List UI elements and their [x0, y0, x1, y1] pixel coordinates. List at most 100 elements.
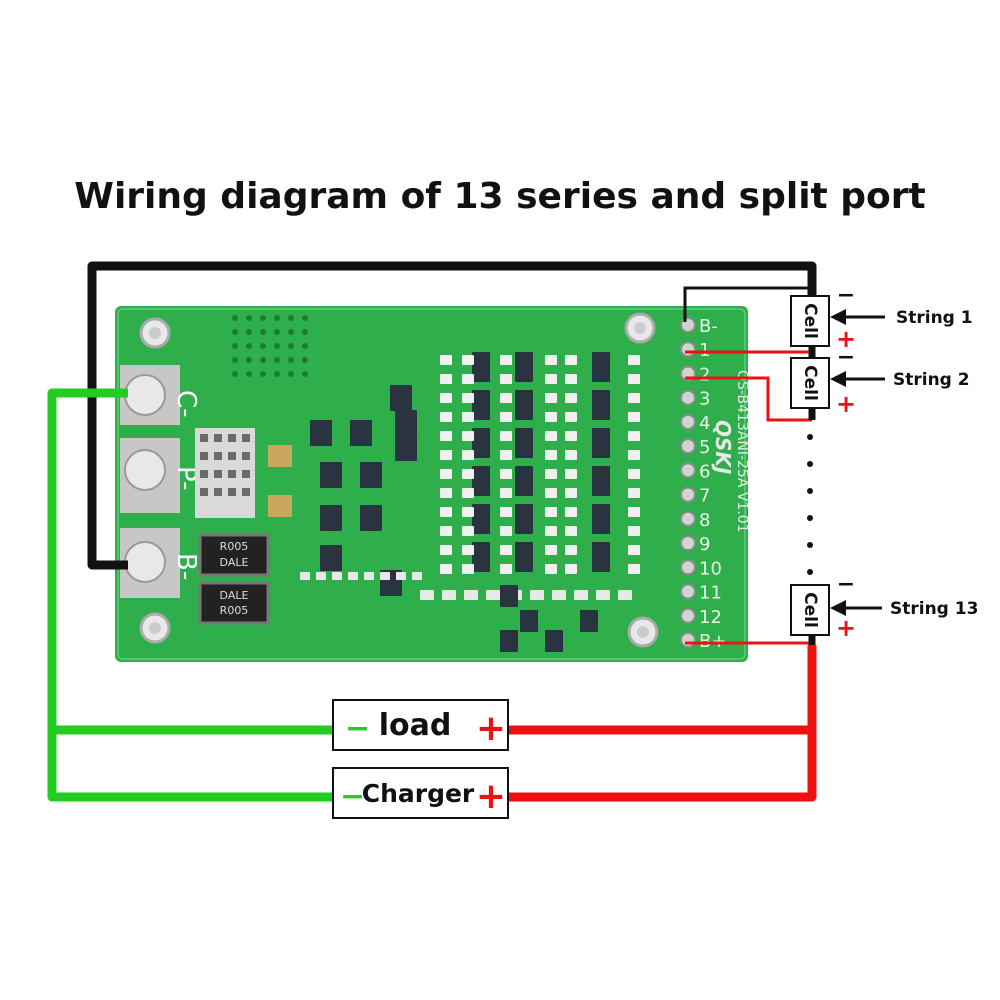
via: [232, 343, 238, 349]
smd-resistor: [565, 431, 577, 441]
smd-resistor: [565, 412, 577, 422]
smd-resistor: [545, 374, 557, 384]
via: [274, 357, 280, 363]
ic-chip: [592, 466, 610, 496]
ic-chip: [360, 505, 382, 531]
ic-chip: [320, 462, 342, 488]
cell-13-label: Cell: [800, 592, 820, 628]
cell-2-plus: +: [836, 390, 856, 418]
smd-resistor: [462, 469, 474, 479]
port-b-label: B-: [171, 553, 201, 580]
diagram-title: Wiring diagram of 13 series and split po…: [74, 176, 926, 217]
pin-hole: [680, 632, 696, 648]
smd-resistor: [332, 572, 342, 580]
smd-resistor: [565, 488, 577, 498]
b-minus-tap: [683, 286, 812, 322]
pin-hole: [680, 607, 696, 624]
via: [302, 343, 308, 349]
via: [288, 371, 294, 377]
smd-resistor: [565, 355, 577, 365]
smd-resistor: [545, 564, 557, 574]
pin-label: 9: [699, 534, 710, 555]
ic-chip: [500, 630, 518, 652]
via: [288, 329, 294, 335]
via: [232, 315, 238, 321]
ic-chip: [520, 610, 538, 632]
smd-resistor: [552, 590, 566, 600]
svg-text:R005: R005: [220, 604, 249, 617]
via: [260, 357, 266, 363]
smd-resistor: [628, 393, 640, 403]
pin-hole: [680, 341, 696, 358]
smd-resistor: [442, 590, 456, 600]
pin-hole: [680, 438, 696, 455]
bms-board: C- P- B- R005 DALE DALE R005: [115, 306, 750, 662]
smd-resistor: [440, 469, 452, 479]
via: [288, 315, 294, 321]
via: [260, 315, 266, 321]
smd-resistor: [565, 393, 577, 403]
via: [302, 357, 308, 363]
smd-resistor: [628, 355, 640, 365]
pin2-tap: [685, 376, 812, 422]
smd-resistor: [440, 526, 452, 536]
smd-resistor: [565, 507, 577, 517]
ic-chip: [592, 542, 610, 572]
arrow-icon: [830, 371, 846, 387]
smd-resistor: [500, 545, 512, 555]
ic-chip: [310, 420, 332, 446]
smd-resistor: [462, 374, 474, 384]
brand-text: QSKJ: [711, 420, 735, 475]
smd-resistor: [462, 412, 474, 422]
arrow-icon: [830, 600, 846, 616]
smd-resistor: [500, 431, 512, 441]
ic-chip: [395, 435, 417, 461]
smd-resistor: [628, 526, 640, 536]
arrow-icon: [830, 309, 846, 325]
smd-resistor: [545, 355, 557, 365]
via: [260, 329, 266, 335]
via: [260, 343, 266, 349]
via: [246, 329, 252, 335]
smd-resistor: [545, 507, 557, 517]
power-pads: [120, 365, 180, 598]
cell-1-label: Cell: [800, 303, 820, 339]
cell-2-minus: −: [837, 345, 855, 370]
port-c-label: C-: [171, 390, 201, 418]
ic-chip: [472, 352, 490, 382]
charger-plus: +: [476, 776, 506, 817]
smd-resistor: [628, 469, 640, 479]
smd-resistor: [565, 374, 577, 384]
smd-resistor: [462, 450, 474, 460]
ic-chip: [515, 428, 533, 458]
pin-hole: [680, 559, 696, 576]
via: [274, 315, 280, 321]
pin-label: 2: [699, 364, 710, 385]
smd-resistor: [462, 355, 474, 365]
ic-chip: [545, 630, 563, 652]
smd-resistor: [628, 545, 640, 555]
load-label: load: [379, 708, 452, 743]
pin-hole: [680, 389, 696, 406]
pin-label: 8: [699, 510, 710, 531]
ic-chip: [472, 428, 490, 458]
smd-resistor: [440, 393, 452, 403]
pin-label: 12: [699, 607, 722, 628]
pin-hole: [680, 317, 696, 333]
via: [232, 371, 238, 377]
smd-resistor: [316, 572, 326, 580]
via: [274, 371, 280, 377]
via: [274, 329, 280, 335]
smd-resistor: [300, 572, 310, 580]
charger-minus: −: [340, 779, 365, 814]
pin-hole: [680, 413, 696, 430]
pin-label: 11: [699, 583, 722, 604]
pin-hole: [680, 510, 696, 527]
smd-resistor: [396, 572, 406, 580]
pin-label: 7: [699, 486, 710, 507]
smd-resistor: [545, 545, 557, 555]
pin-hole: [680, 486, 696, 503]
cell-13-minus: −: [837, 572, 855, 597]
cell-1: Cell − + String 1: [790, 283, 973, 353]
